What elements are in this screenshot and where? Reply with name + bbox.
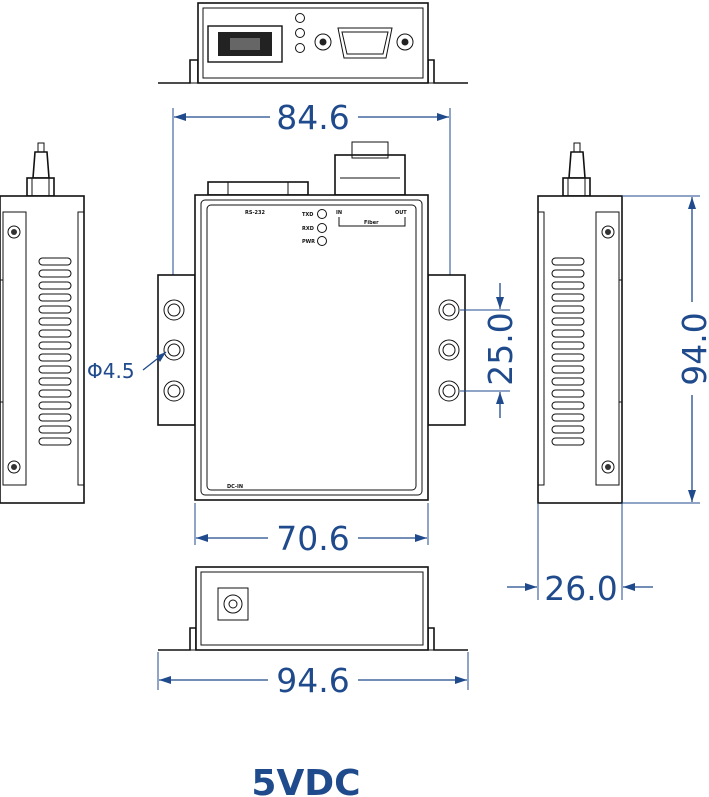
dimension-hole-diameter: Φ4.5 [87,351,167,383]
label-txd: TXD [302,212,313,218]
db9-connector-top [314,27,414,59]
dimension-total-width: 94.6 [276,661,349,700]
label-fiber-out: OUT [395,210,407,216]
dimension-hole-spacing: 25.0 [481,312,520,385]
mounting-holes-right [438,299,460,402]
dc-jack [217,587,249,621]
dimension-body-width: 70.6 [276,519,349,558]
dimension-26-0: 26.0 [507,503,653,608]
front-view: RS-232 TXD RXD PWR IN OUT Fiber DC-IN [157,141,466,501]
dimension-depth: 26.0 [544,569,617,608]
label-fiber-in: IN [336,210,342,216]
top-view [158,2,468,84]
dimension-25-0: 25.0 [460,283,520,418]
dimension-94-6: 94.6 [157,652,469,700]
label-pwr: PWR [302,239,315,245]
label-dc-in: DC-IN [227,484,243,490]
dimension-70-6: 70.6 [194,503,429,558]
label-rs232: RS-232 [245,210,265,216]
label-fiber: Fiber [364,220,379,226]
vent-slots-right [551,257,585,446]
mounting-holes-left [163,299,185,402]
dimension-top-width: 84.6 [276,98,349,137]
left-side-view [0,142,85,504]
bottom-view [158,566,468,651]
dimension-94-0: 94.0 [622,195,709,504]
svg-text:Φ4.5: Φ4.5 [87,359,135,383]
right-side-view [537,142,623,504]
dimension-84-6: 84.6 [172,98,451,318]
label-rxd: RXD [302,226,314,232]
power-caption: 5VDC [251,763,360,797]
vent-slots-left [38,257,72,446]
dimension-height: 94.0 [675,312,709,385]
